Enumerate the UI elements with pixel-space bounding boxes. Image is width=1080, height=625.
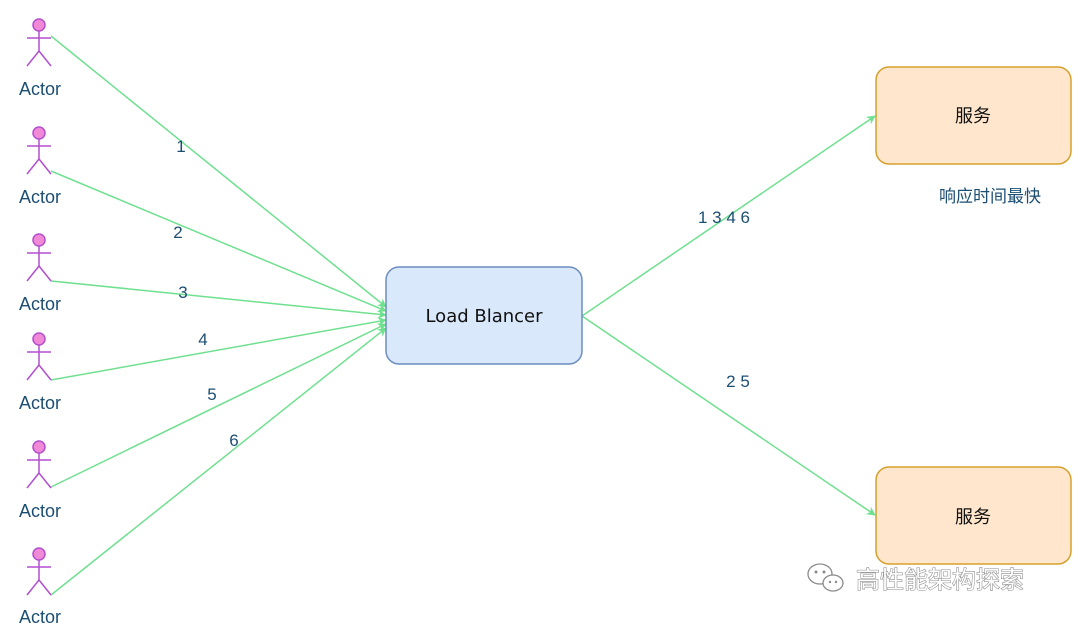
actor-leg-right bbox=[38, 472, 52, 489]
service-label: 服务 bbox=[955, 507, 991, 528]
edge-actor-2-to-lb bbox=[50, 170, 387, 313]
edge-label-3: 3 bbox=[178, 283, 187, 302]
actor-head bbox=[32, 547, 46, 561]
actor-leg-right bbox=[38, 50, 52, 67]
edge-actor-4-to-lb bbox=[50, 316, 387, 381]
service-node-1: 服务 bbox=[875, 66, 1072, 165]
load-balancer-box bbox=[385, 266, 583, 365]
edge-label-4: 4 bbox=[198, 330, 207, 349]
service-node-2: 服务 bbox=[875, 466, 1072, 565]
actor-leg-right bbox=[38, 579, 52, 596]
edge-label-1: 1 bbox=[176, 137, 185, 156]
actor-label: Actor bbox=[19, 294, 61, 314]
actor-3: Actor bbox=[19, 233, 61, 314]
actor-leg-left bbox=[26, 579, 40, 596]
actor-head bbox=[32, 126, 46, 140]
actor-leg-right bbox=[38, 158, 52, 175]
edge-actor-6-to-lb bbox=[50, 327, 387, 596]
actor-label: Actor bbox=[19, 501, 61, 521]
actor-leg-left bbox=[26, 472, 40, 489]
watermark-text: 高性能架构探索 bbox=[856, 566, 1024, 594]
actor-label: Actor bbox=[19, 79, 61, 99]
incoming-edge-labels: 1 2 3 4 5 6 bbox=[173, 137, 238, 450]
edge-label-2: 2 bbox=[173, 223, 182, 242]
actor-head bbox=[32, 332, 46, 346]
edge-actor-5-to-lb bbox=[50, 323, 387, 488]
edge-label-5: 5 bbox=[207, 385, 216, 404]
edge-label-to-service-1: 1 3 4 6 bbox=[698, 208, 750, 227]
wechat-icon bbox=[807, 563, 844, 592]
service-note: 响应时间最快 bbox=[939, 187, 1041, 207]
actor-leg-left bbox=[26, 265, 40, 282]
actor-5: Actor bbox=[19, 440, 61, 521]
edge-actor-3-to-lb bbox=[50, 280, 387, 319]
actor-leg-left bbox=[26, 50, 40, 67]
actor-4: Actor bbox=[19, 332, 61, 413]
edge-lb-to-service-2 bbox=[581, 315, 876, 516]
actor-2: Actor bbox=[19, 126, 61, 207]
incoming-edges bbox=[50, 35, 387, 596]
actor-head bbox=[32, 18, 46, 32]
edge-label-to-service-2: 2 5 bbox=[726, 372, 750, 391]
actor-1: Actor bbox=[19, 18, 61, 99]
watermark: 高性能架构探索 bbox=[807, 563, 1025, 595]
load-balancer-node: Load Blancer bbox=[385, 266, 583, 365]
edge-actor-1-to-lb bbox=[50, 35, 387, 308]
actor-leg-left bbox=[26, 364, 40, 381]
actor-6: Actor bbox=[19, 547, 61, 625]
edge-label-6: 6 bbox=[229, 431, 238, 450]
outgoing-edges bbox=[581, 115, 876, 516]
edge-lb-to-service-1 bbox=[581, 115, 876, 317]
load-balancer-label: Load Blancer bbox=[425, 306, 543, 327]
actor-label: Actor bbox=[19, 393, 61, 413]
actor-leg-right bbox=[38, 265, 52, 282]
service-box bbox=[875, 466, 1072, 565]
actor-head bbox=[32, 440, 46, 454]
actor-head bbox=[32, 233, 46, 247]
actor-leg-right bbox=[38, 364, 52, 381]
actor-leg-left bbox=[26, 158, 40, 175]
actor-label: Actor bbox=[19, 187, 61, 207]
actor-label: Actor bbox=[19, 607, 61, 625]
service-label: 服务 bbox=[955, 106, 991, 127]
service-box bbox=[875, 66, 1072, 165]
